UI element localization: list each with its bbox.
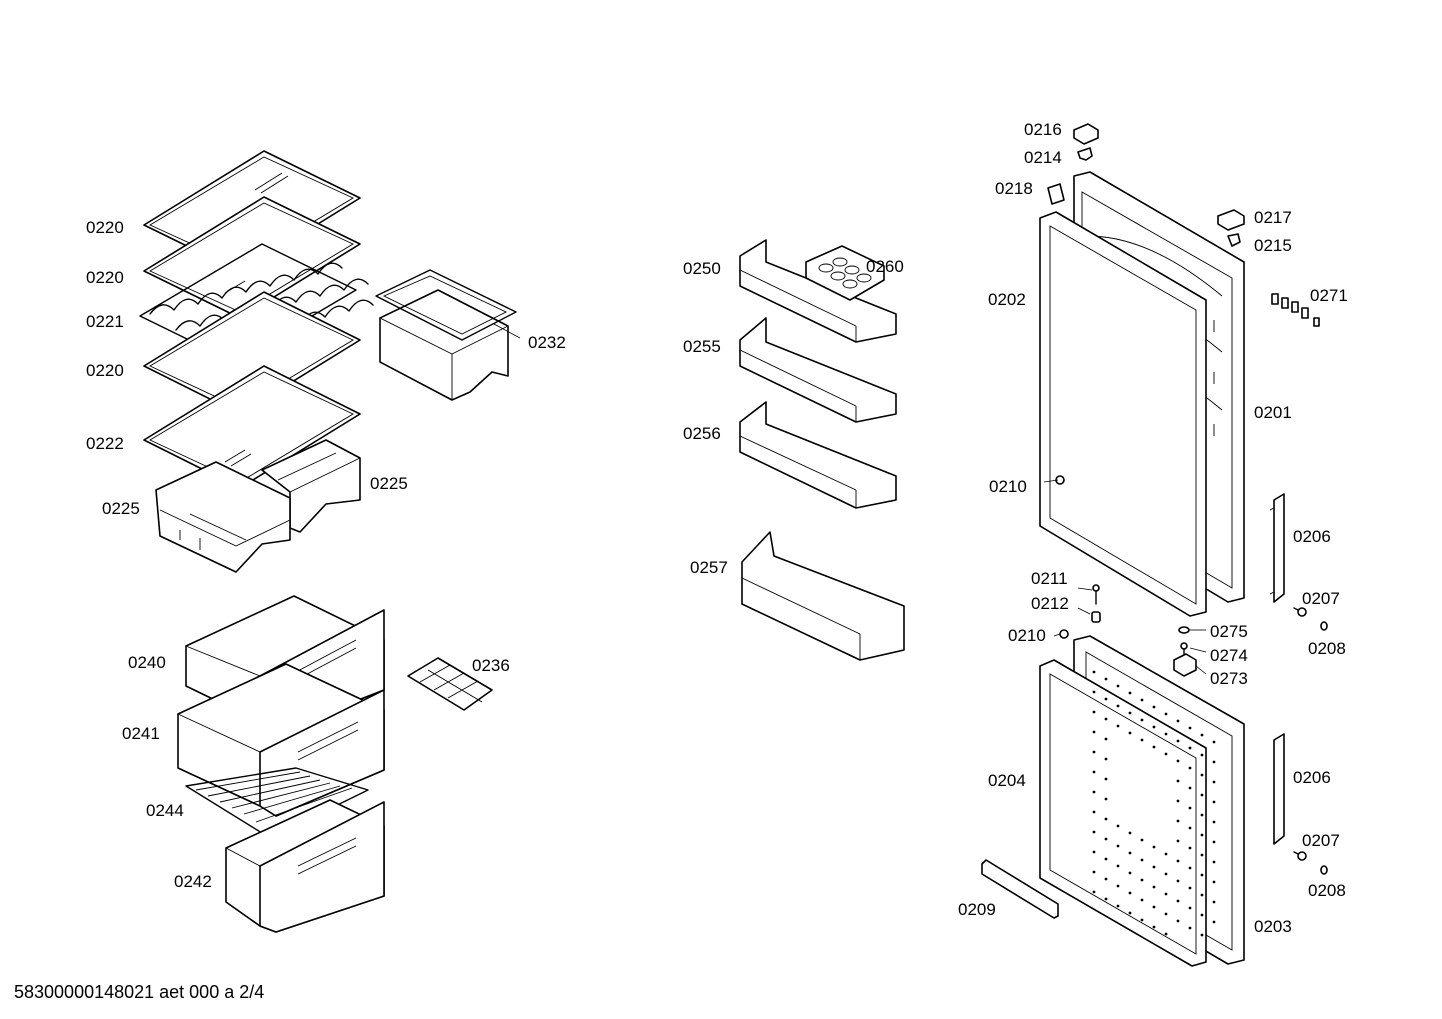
label-0257: 0257 bbox=[690, 558, 728, 577]
label-0210-upper: 0210 bbox=[989, 477, 1027, 496]
crisper-drawer-0225-left bbox=[155, 461, 291, 573]
label-0207-upper: 0207 bbox=[1302, 589, 1340, 608]
label-0232: 0232 bbox=[528, 333, 566, 352]
label-0216: 0216 bbox=[1024, 120, 1062, 139]
label-0236: 0236 bbox=[472, 656, 510, 675]
label-0240: 0240 bbox=[128, 653, 166, 672]
label-0214: 0214 bbox=[1024, 148, 1062, 167]
label-0225-left: 0225 bbox=[102, 499, 140, 518]
label-0275: 0275 bbox=[1210, 622, 1248, 641]
label-0208-lower: 0208 bbox=[1308, 881, 1346, 900]
label-0207-lower: 0207 bbox=[1302, 831, 1340, 850]
door-rack-0256 bbox=[739, 401, 897, 509]
label-0204: 0204 bbox=[988, 771, 1026, 790]
label-0201: 0201 bbox=[1254, 403, 1292, 422]
label-0260: 0260 bbox=[866, 257, 904, 276]
label-0273: 0273 bbox=[1210, 669, 1248, 688]
door-handle-0206-upper bbox=[1269, 493, 1285, 603]
hinge-pin-0214 bbox=[1077, 147, 1093, 161]
label-0211: 0211 bbox=[1031, 569, 1068, 588]
wire-grid-0244 bbox=[185, 767, 369, 839]
leader-lines bbox=[493, 323, 1207, 675]
door-handle-0206-lower bbox=[1273, 733, 1285, 845]
bushing-0212 bbox=[1091, 611, 1101, 623]
lower-door-dot-pattern bbox=[1092, 670, 1216, 937]
cap-0208-lower bbox=[1320, 865, 1328, 875]
label-0208-upper: 0208 bbox=[1308, 639, 1346, 658]
hinge-pin-0215 bbox=[1227, 233, 1241, 247]
label-0255: 0255 bbox=[683, 337, 721, 356]
label-0220-second: 0220 bbox=[86, 268, 124, 287]
egg-tray-0260 bbox=[805, 245, 885, 301]
label-0212: 0212 bbox=[1031, 594, 1069, 613]
label-0206-upper: 0206 bbox=[1293, 527, 1331, 546]
drawing-number-footer: 58300000148021 aet 000 a 2/4 bbox=[14, 982, 264, 1002]
bolt-0211 bbox=[1092, 584, 1100, 605]
screw-0207-lower bbox=[1293, 851, 1307, 861]
hinge-cover-0217 bbox=[1217, 209, 1245, 231]
hinge-cover-0216 bbox=[1073, 123, 1099, 145]
label-0250: 0250 bbox=[683, 259, 721, 278]
screw-0274 bbox=[1180, 642, 1188, 655]
door-rack-0257 bbox=[741, 531, 905, 661]
label-0274: 0274 bbox=[1210, 646, 1248, 665]
label-0209: 0209 bbox=[958, 900, 996, 919]
upper-door-gasket-0202 bbox=[1039, 211, 1207, 617]
compartment-box-0232 bbox=[375, 269, 517, 401]
cover-0218 bbox=[1047, 183, 1065, 205]
label-0218: 0218 bbox=[995, 179, 1033, 198]
label-0203: 0203 bbox=[1254, 917, 1292, 936]
label-0220-top: 0220 bbox=[86, 218, 124, 237]
label-0271: 0271 bbox=[1310, 286, 1348, 305]
cover-strip-0209 bbox=[981, 859, 1059, 919]
washer-0275 bbox=[1178, 626, 1190, 634]
label-0220-third: 0220 bbox=[86, 361, 124, 380]
label-0206-lower: 0206 bbox=[1293, 768, 1331, 787]
label-0225-right: 0225 bbox=[370, 474, 408, 493]
freezer-drawer-0242 bbox=[225, 799, 385, 933]
freezer-drawer-0241 bbox=[177, 663, 385, 817]
door-rack-0255 bbox=[739, 317, 897, 423]
label-0210-lower: 0210 bbox=[1008, 626, 1046, 645]
ice-tray-0236 bbox=[407, 657, 493, 711]
block-0273 bbox=[1173, 653, 1197, 677]
label-0217: 0217 bbox=[1254, 208, 1292, 227]
label-0202: 0202 bbox=[988, 290, 1026, 309]
label-0256: 0256 bbox=[683, 424, 721, 443]
glass-shelf-0220-second bbox=[143, 196, 361, 319]
part-labels: 0220 0220 0221 0220 0222 0225 0225 0232 … bbox=[86, 120, 1348, 936]
lower-door-gasket-0204 bbox=[1039, 659, 1207, 967]
hinge-set-0271 bbox=[1271, 293, 1320, 327]
label-0242: 0242 bbox=[174, 872, 212, 891]
label-0222: 0222 bbox=[86, 434, 124, 453]
label-0221: 0221 bbox=[86, 312, 124, 331]
label-0215: 0215 bbox=[1254, 236, 1292, 255]
door-rack-0250 bbox=[739, 239, 897, 343]
screw-0207-upper bbox=[1293, 607, 1307, 617]
cap-0208-upper bbox=[1320, 621, 1328, 631]
hinge-part-0210-lower bbox=[1059, 629, 1069, 639]
label-0244: 0244 bbox=[146, 801, 184, 820]
label-0241: 0241 bbox=[122, 724, 160, 743]
